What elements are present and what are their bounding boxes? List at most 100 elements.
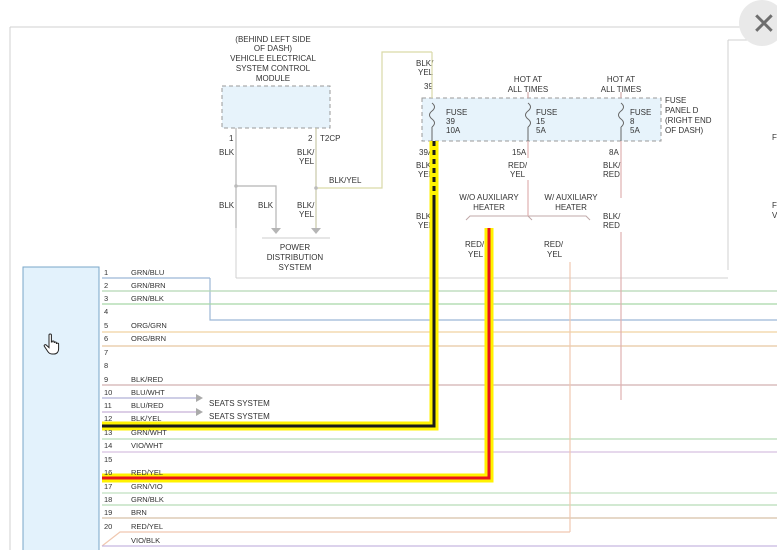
connector-pin-number: 18 <box>104 495 112 504</box>
connector-pin-number: 3 <box>104 294 108 303</box>
fuse-8-symbol <box>618 102 624 128</box>
seats-labels: SEATS SYSTEM SEATS SYSTEM <box>209 399 270 421</box>
highlighted-red-yel-wire <box>102 228 494 483</box>
close-button[interactable]: ✕ <box>739 0 777 46</box>
panel-label-2: PANEL D <box>665 106 699 115</box>
module-box <box>221 85 331 129</box>
fuse-15-symbol <box>525 102 531 128</box>
blk-yel-lower-1: BLK/ <box>416 212 434 221</box>
right-lower-wire-2: YEL <box>299 210 315 219</box>
connector-pin-number: 14 <box>104 441 112 450</box>
connector-pin-wire-color: GRN/BLU <box>131 268 164 277</box>
hot-at-2-line-2: ALL TIMES <box>601 85 641 94</box>
mid-lower-wire: BLK <box>258 201 274 210</box>
connector-pin-wire-color: BLU/WHT <box>131 388 165 397</box>
module-label-line-5: MODULE <box>256 74 290 83</box>
module-label-line-3: VEHICLE ELECTRICAL <box>230 54 316 63</box>
module-pin-1: 1 <box>229 134 234 143</box>
pin2-wire-color-1: BLK/ <box>297 148 315 157</box>
blk-yel-lower-2: YEL <box>418 221 434 230</box>
red-yel-2-line-1: RED/ <box>544 240 564 249</box>
junction-labels: BLK/ YEL W/O AUXILIARY HEATER W/ AUXILIA… <box>416 133 777 259</box>
hot-at-1-line-1: HOT AT <box>514 75 542 84</box>
connector-pin-number: 5 <box>104 321 108 330</box>
w-aux-line-1: W/ AUXILIARY <box>544 193 598 202</box>
connector-pin-number: 4 <box>104 307 108 316</box>
connector-pin-wire-color: RED/YEL <box>131 468 163 477</box>
seats-system-2: SEATS SYSTEM <box>209 412 270 421</box>
red-yel-2-line-2: YEL <box>547 250 563 259</box>
connector-pin-wire-color: ORG/BRN <box>131 334 166 343</box>
module-label-line-4: SYSTEM CONTROL <box>236 64 311 73</box>
connector-pin-number: 15 <box>104 455 112 464</box>
fuse-1-number: 39 <box>446 117 455 126</box>
fuse-2-rating: 5A <box>536 126 546 135</box>
close-icon[interactable]: ✕ <box>751 7 777 42</box>
top-pin: 39 <box>424 82 433 91</box>
connector-pin-number: 2 <box>104 281 108 290</box>
pin2-wire-color-2: YEL <box>299 157 315 166</box>
out-pin-8a: 8A <box>609 148 619 157</box>
blk-red-lower-1: BLK/ <box>603 212 621 221</box>
connector-pin-wire-color: GRN/BRN <box>131 281 166 290</box>
connector-pin-wire-color: GRN/BLK <box>131 294 164 303</box>
connector-pin-wire-color: ORG/GRN <box>131 321 167 330</box>
connector-pin-wire-color: GRN/VIO <box>131 482 163 491</box>
w-aux-line-2: HEATER <box>555 203 587 212</box>
connector-pin-number: 11 <box>104 401 112 410</box>
module-connector-id: T2CP <box>320 134 340 143</box>
pds-line-1: POWER <box>280 243 310 252</box>
control-module: (BEHIND LEFT SIDE OF DASH) VEHICLE ELECT… <box>221 35 340 143</box>
hot-at-2-line-1: HOT AT <box>607 75 635 84</box>
fuse-2-name: FUSE <box>536 108 557 117</box>
right-edge-char-2: F <box>772 201 777 210</box>
red-yel-1-line-1: RED/ <box>465 240 485 249</box>
panel-label-3: (RIGHT END <box>665 116 712 125</box>
connector-pin-number: 7 <box>104 348 108 357</box>
connector-pin-number: 9 <box>104 375 108 384</box>
fuse-1-rating: 10A <box>446 126 461 135</box>
out-wire-2-line-1: RED/ <box>508 161 528 170</box>
blk-red-lower-2: RED <box>603 221 620 230</box>
connector-pin-wire-color: BLK/RED <box>131 375 164 384</box>
connector-pin-number: 19 <box>104 508 112 517</box>
fuse-3-rating: 5A <box>630 126 640 135</box>
hand-pointer-icon <box>43 333 60 355</box>
connector-pin-number: 10 <box>104 388 112 397</box>
connector-pin-number: 1 <box>104 268 108 277</box>
wo-aux-line-1: W/O AUXILIARY <box>459 193 519 202</box>
fuse-3-name: FUSE <box>630 108 651 117</box>
connector-pin-number: 13 <box>104 428 112 437</box>
out-pin-15a: 15A <box>512 148 527 157</box>
right-lower-wire-1: BLK/ <box>297 201 315 210</box>
connector-pin-number: 20 <box>104 522 112 531</box>
connector-pin-number: 8 <box>104 361 108 370</box>
pds-line-2: DISTRIBUTION <box>267 253 324 262</box>
seats-system-1: SEATS SYSTEM <box>209 399 270 408</box>
top-wire-color-2: YEL <box>418 68 434 77</box>
connector-pin-number: 17 <box>104 482 112 491</box>
connector-pin-wire-color: GRN/BLK <box>131 495 164 504</box>
out-wire-3-line-2: RED <box>603 170 620 179</box>
connector-pin-wire-color: BLU/RED <box>131 401 164 410</box>
connector-pin-wire-color: RED/YEL <box>131 522 163 531</box>
connector-pin-wire-color: BLK/YEL <box>131 414 161 423</box>
pin1-wire-color: BLK <box>219 148 235 157</box>
fuse-2-number: 15 <box>536 117 545 126</box>
fuse-39-symbol <box>429 102 435 128</box>
red-yel-1-line-2: YEL <box>468 250 484 259</box>
module-label-line-1: (BEHIND LEFT SIDE <box>235 35 310 44</box>
connector-pin-number: 6 <box>104 334 108 343</box>
out-pin-39a: 39A <box>419 148 434 157</box>
wo-aux-line-2: HEATER <box>473 203 505 212</box>
panel-label-4: OF DASH) <box>665 126 704 135</box>
out-wire-1-line-1: BLK/ <box>416 161 434 170</box>
fuse-panel: BLK/ YEL 39 HOT AT ALL TIMES HOT AT ALL … <box>416 52 712 179</box>
right-edge-char-1: F <box>772 133 777 142</box>
fuse-1-name: FUSE <box>446 108 467 117</box>
pds-line-3: SYSTEM <box>279 263 312 272</box>
connector-pin-number: 16 <box>104 468 112 477</box>
hot-at-1-line-2: ALL TIMES <box>508 85 548 94</box>
